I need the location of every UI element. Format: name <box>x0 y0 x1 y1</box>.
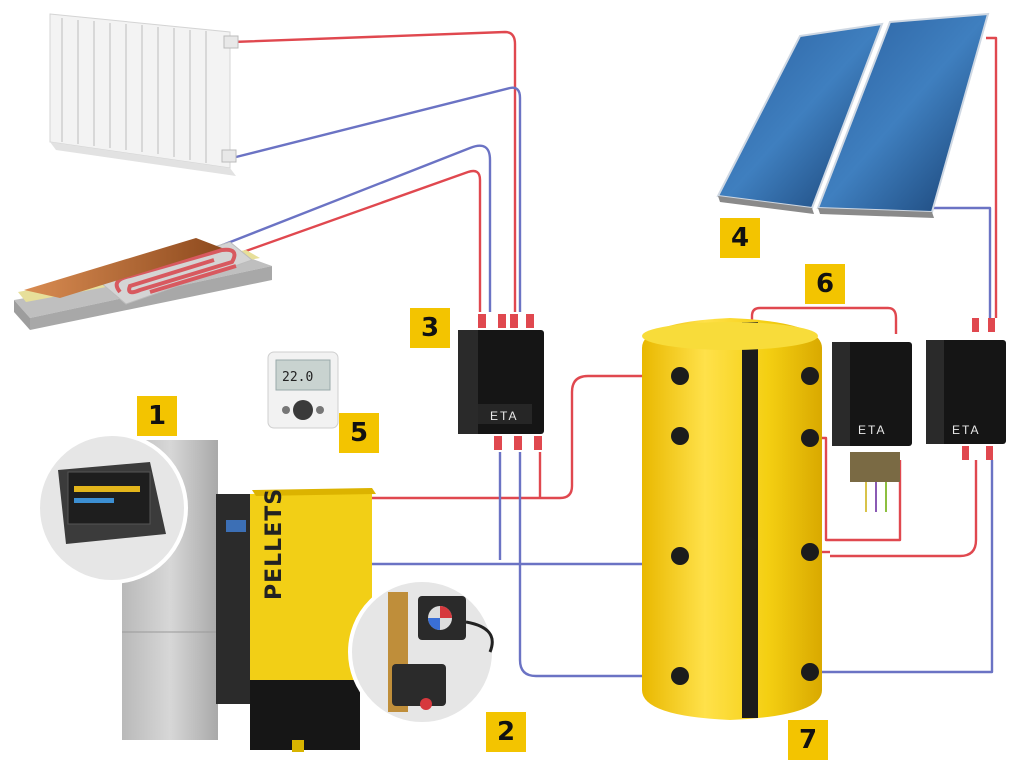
label-buffer-tank: 7 <box>788 720 828 760</box>
solar-to-tank-return <box>818 460 994 674</box>
label-fresh-water-module: 6 <box>805 264 845 304</box>
underfloor-heating-icon <box>14 238 272 330</box>
radiator-return-pipe <box>231 86 522 312</box>
label-heating-module: 3 <box>410 308 450 348</box>
module-3-brand: ETA <box>490 409 518 423</box>
fwm-supply-pipe <box>750 306 898 336</box>
pump-valve-icon <box>348 578 496 726</box>
solar-to-tank-supply <box>830 460 978 558</box>
label-solar-collector: 4 <box>720 218 760 258</box>
solar-station-brand: ETA <box>952 423 980 437</box>
solar-supply-pipe <box>986 36 998 318</box>
solar-panel-icon <box>716 12 990 218</box>
solar-return-pipe <box>932 206 992 318</box>
floor-supply-pipe <box>214 169 482 312</box>
radiator-icon <box>49 13 239 176</box>
label-pump-group: 2 <box>486 712 526 752</box>
fwm-return-pipe <box>818 436 902 542</box>
heating-module-icon: ETA <box>458 314 544 450</box>
buffer-tank-icon <box>642 318 822 720</box>
thermostat-display: 22.0 <box>282 370 313 385</box>
fresh-water-module-icon: ETA <box>832 342 912 512</box>
floor-return-pipe <box>214 144 492 312</box>
pipes <box>214 30 998 678</box>
radiator-supply-pipe <box>231 30 517 312</box>
thermostat-icon: 22.0 <box>267 351 339 429</box>
touch-display-icon <box>36 432 188 584</box>
pellet-boiler-icon <box>122 440 376 752</box>
boiler-pellets-label: PELLETS <box>262 487 287 600</box>
label-room-thermostat: 5 <box>339 413 379 453</box>
module-lower-return <box>518 452 672 678</box>
module-6-brand: ETA <box>858 423 886 437</box>
label-boiler: 1 <box>137 396 177 436</box>
solar-station-icon: ETA <box>926 318 1006 460</box>
boiler-supply-pipe <box>372 374 672 500</box>
